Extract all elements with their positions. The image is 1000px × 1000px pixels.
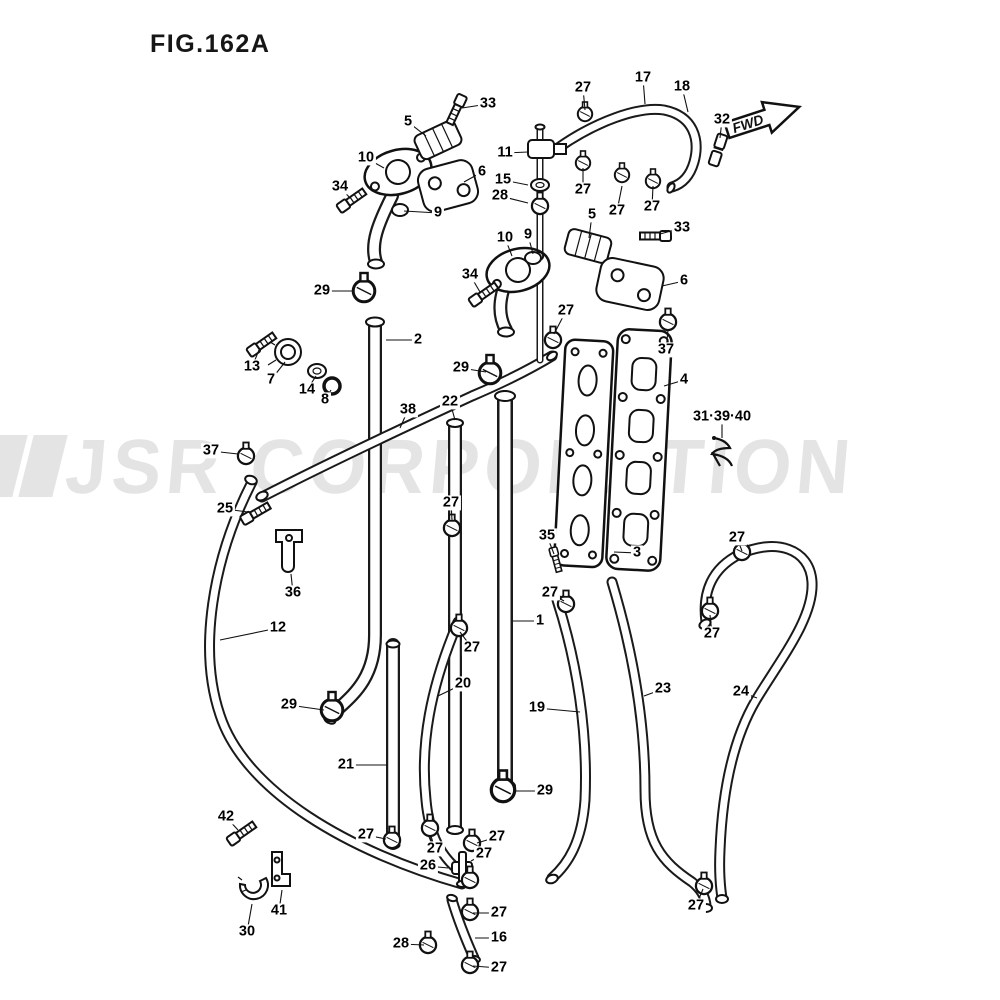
left-small-parts <box>237 338 342 901</box>
fwd-arrow: FWD <box>722 100 803 140</box>
thermostat-assembly-left <box>363 119 480 217</box>
wire-clip-31-39-40 <box>710 436 734 467</box>
fitting-11 <box>527 139 567 159</box>
thermostat-9 <box>391 203 409 217</box>
figure-title: FIG.162A <box>150 30 271 58</box>
bracket-36 <box>275 529 303 573</box>
cylinder-plate-3 <box>553 338 615 569</box>
hose-clamps <box>236 100 752 975</box>
thermostat-cap-5 <box>563 228 613 264</box>
o-ring-8 <box>322 376 342 396</box>
leader-lines <box>210 77 758 969</box>
thermostat-assembly-center <box>485 139 665 311</box>
gasket-6 <box>595 257 665 311</box>
cylinder-cover-4 <box>605 328 673 572</box>
thermostat-cup-7 <box>266 338 302 366</box>
hose-clamp-30 <box>237 876 269 901</box>
gasket-14 <box>307 363 327 379</box>
gasket-6 <box>416 159 480 213</box>
bracket-41 <box>271 851 291 887</box>
fastener-32 <box>707 132 729 168</box>
washer-15 <box>530 178 550 192</box>
thermostat-cap-5 <box>413 119 463 161</box>
